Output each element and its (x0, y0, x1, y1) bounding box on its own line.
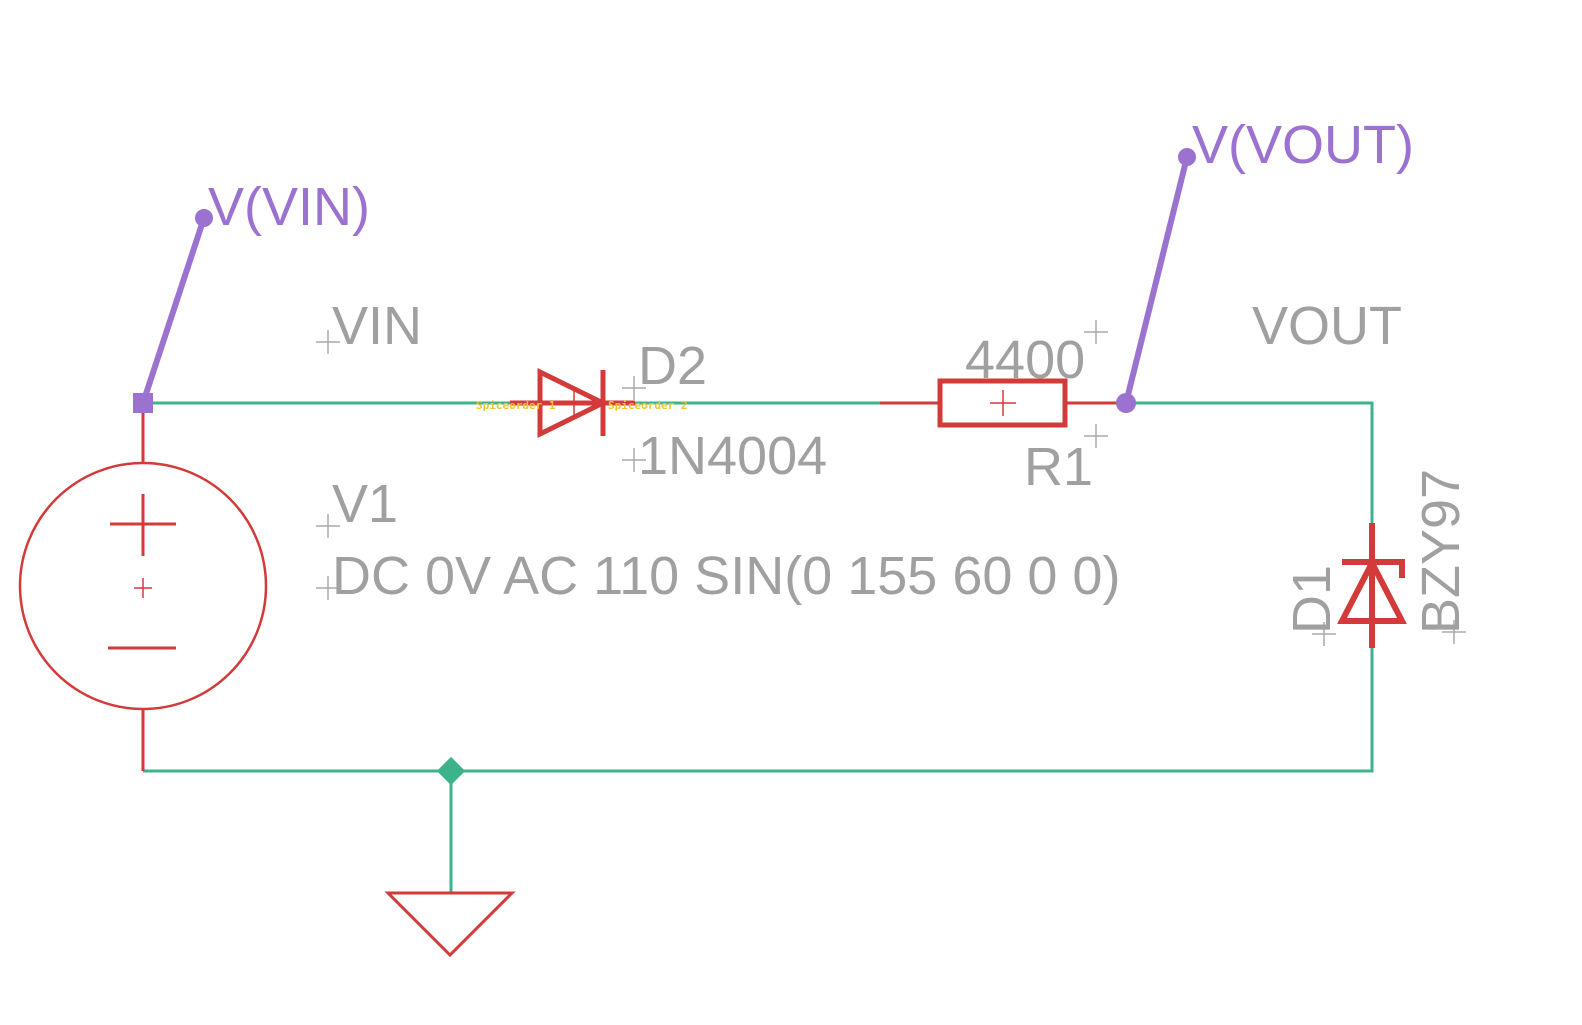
probe-vin[interactable]: V(VIN) (133, 177, 370, 413)
net-label-vin: VIN (332, 296, 422, 356)
net-label-vout: VOUT (1252, 296, 1402, 356)
wire-vout[interactable] (1125, 401, 1374, 523)
probe-vout-label: V(VOUT) (1192, 115, 1414, 175)
origin-markers (316, 320, 1466, 646)
junction-dot (436, 756, 466, 786)
zener-diode-d1[interactable] (1337, 523, 1407, 648)
diode-d2[interactable] (510, 367, 635, 439)
voltage-source-v1[interactable] (18, 403, 268, 771)
wire-ground[interactable] (143, 648, 1374, 773)
zener-value: BZY97 (1411, 469, 1471, 634)
diode-pin2-label: Spiceorder 2 (608, 399, 687, 412)
diode-value: 1N4004 (638, 426, 827, 486)
resistor-r1[interactable] (880, 378, 1125, 428)
source-name: V1 (332, 474, 398, 534)
resistor-name: R1 (1024, 437, 1093, 497)
probe-vin-label: V(VIN) (208, 177, 370, 237)
probe-vout[interactable]: V(VOUT) (1116, 115, 1414, 413)
zener-name: D1 (1282, 565, 1342, 634)
source-value: DC 0V AC 110 SIN(0 155 60 0 0) (332, 546, 1120, 606)
ground-icon[interactable] (384, 891, 516, 958)
wires (143, 401, 1374, 893)
diode-pin1-label: Spiceorder 1 (476, 399, 556, 412)
resistor-value: 4400 (965, 330, 1085, 390)
diode-name: D2 (638, 336, 707, 396)
